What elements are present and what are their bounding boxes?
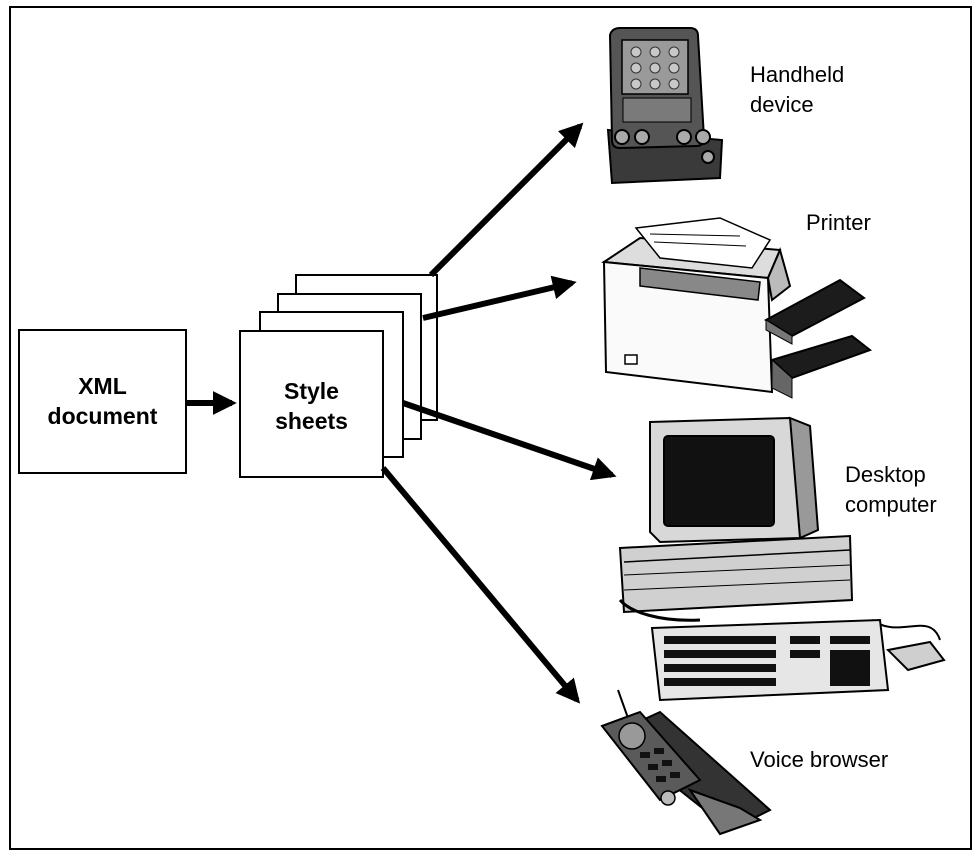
arrow-to-printer: [422, 275, 577, 321]
xml-document-label: XML document: [19, 371, 186, 431]
desktop-computer-icon: [618, 416, 946, 702]
arrow-to-desktop: [402, 400, 617, 481]
xml-document-box: [18, 329, 187, 474]
arrow-to-handheld: [428, 122, 584, 278]
style-sheets-label: Style sheets: [240, 376, 383, 436]
style-sheets-label-line2: sheets: [275, 408, 348, 434]
style-sheets-box: [239, 330, 384, 478]
arrow-to-voice-browser: [380, 466, 581, 704]
handheld-device-label-line2: device: [750, 92, 814, 117]
printer-icon: [601, 217, 873, 399]
printer-label-line1: Printer: [806, 210, 871, 235]
voice-browser-label: Voice browser: [750, 745, 888, 775]
handheld-device-icon: [606, 27, 724, 185]
desktop-computer-label-line2: computer: [845, 492, 937, 517]
desktop-computer-label-line1: Desktop: [845, 462, 926, 487]
handheld-device-label-line1: Handheld: [750, 62, 845, 87]
handheld-device-label: Handheld device: [750, 60, 844, 120]
xml-document-label-line1: XML: [78, 373, 127, 399]
xml-document-label-line2: document: [47, 403, 158, 429]
printer-label: Printer: [806, 208, 871, 238]
desktop-computer-label: Desktop computer: [845, 460, 937, 520]
voice-browser-label-line1: Voice browser: [750, 747, 889, 772]
stylesheet-stack: [239, 274, 438, 478]
style-sheets-label-line1: Style: [284, 378, 339, 404]
mobile-phone-icon: [600, 689, 772, 836]
